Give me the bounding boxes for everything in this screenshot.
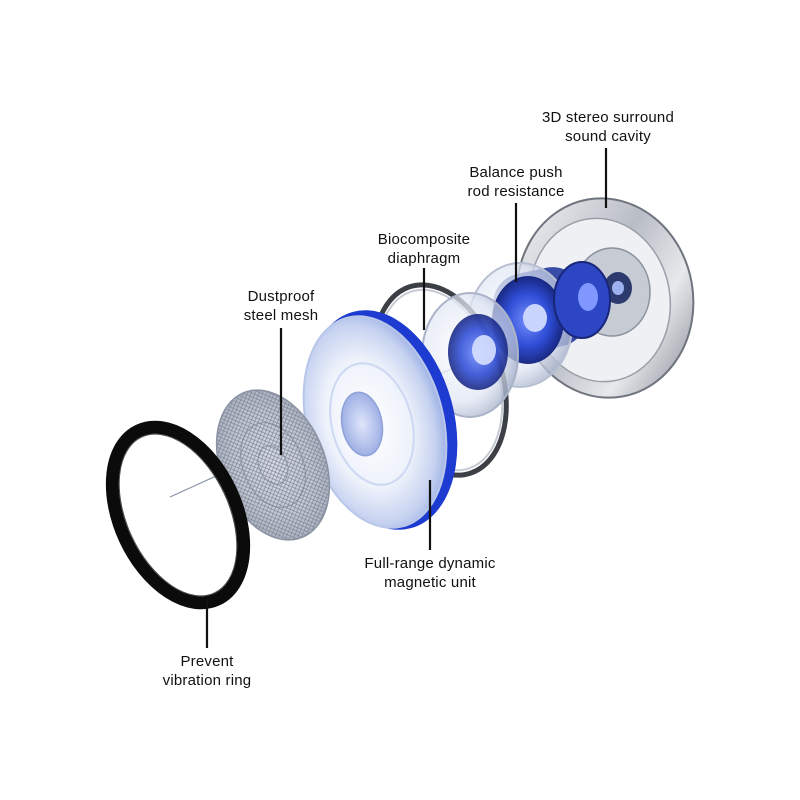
- label-sound-cavity: 3D stereo surround sound cavity: [530, 108, 686, 146]
- label-diaphragm-line1: Biocomposite: [377, 231, 471, 248]
- label-magnetic-unit-line2: magnetic unit: [384, 574, 476, 591]
- label-magnetic-unit: Full-range dynamic magnetic unit: [345, 554, 515, 592]
- label-push-rod: Balance push rod resistance: [452, 163, 580, 201]
- label-steel-mesh: Dustproof steel mesh: [224, 287, 338, 325]
- label-vibration-ring-line2: vibration ring: [162, 672, 252, 689]
- label-steel-mesh-line1: Dustproof: [247, 288, 315, 305]
- label-diaphragm: Biocomposite diaphragm: [362, 230, 486, 268]
- magnetic-unit-part: [302, 310, 458, 530]
- vibration-ring-part: [105, 420, 251, 610]
- label-push-rod-line2: rod resistance: [467, 183, 565, 200]
- steel-mesh-part: [215, 389, 331, 541]
- label-push-rod-line1: Balance push: [469, 164, 563, 181]
- label-magnetic-unit-line1: Full-range dynamic: [364, 555, 496, 572]
- label-sound-cavity-line2: sound cavity: [565, 128, 651, 145]
- label-vibration-ring: Prevent vibration ring: [140, 652, 274, 690]
- label-sound-cavity-line1: 3D stereo surround: [541, 109, 674, 126]
- label-diaphragm-line2: diaphragm: [387, 250, 461, 267]
- label-vibration-ring-line1: Prevent: [180, 653, 234, 670]
- label-steel-mesh-line2: steel mesh: [243, 307, 319, 324]
